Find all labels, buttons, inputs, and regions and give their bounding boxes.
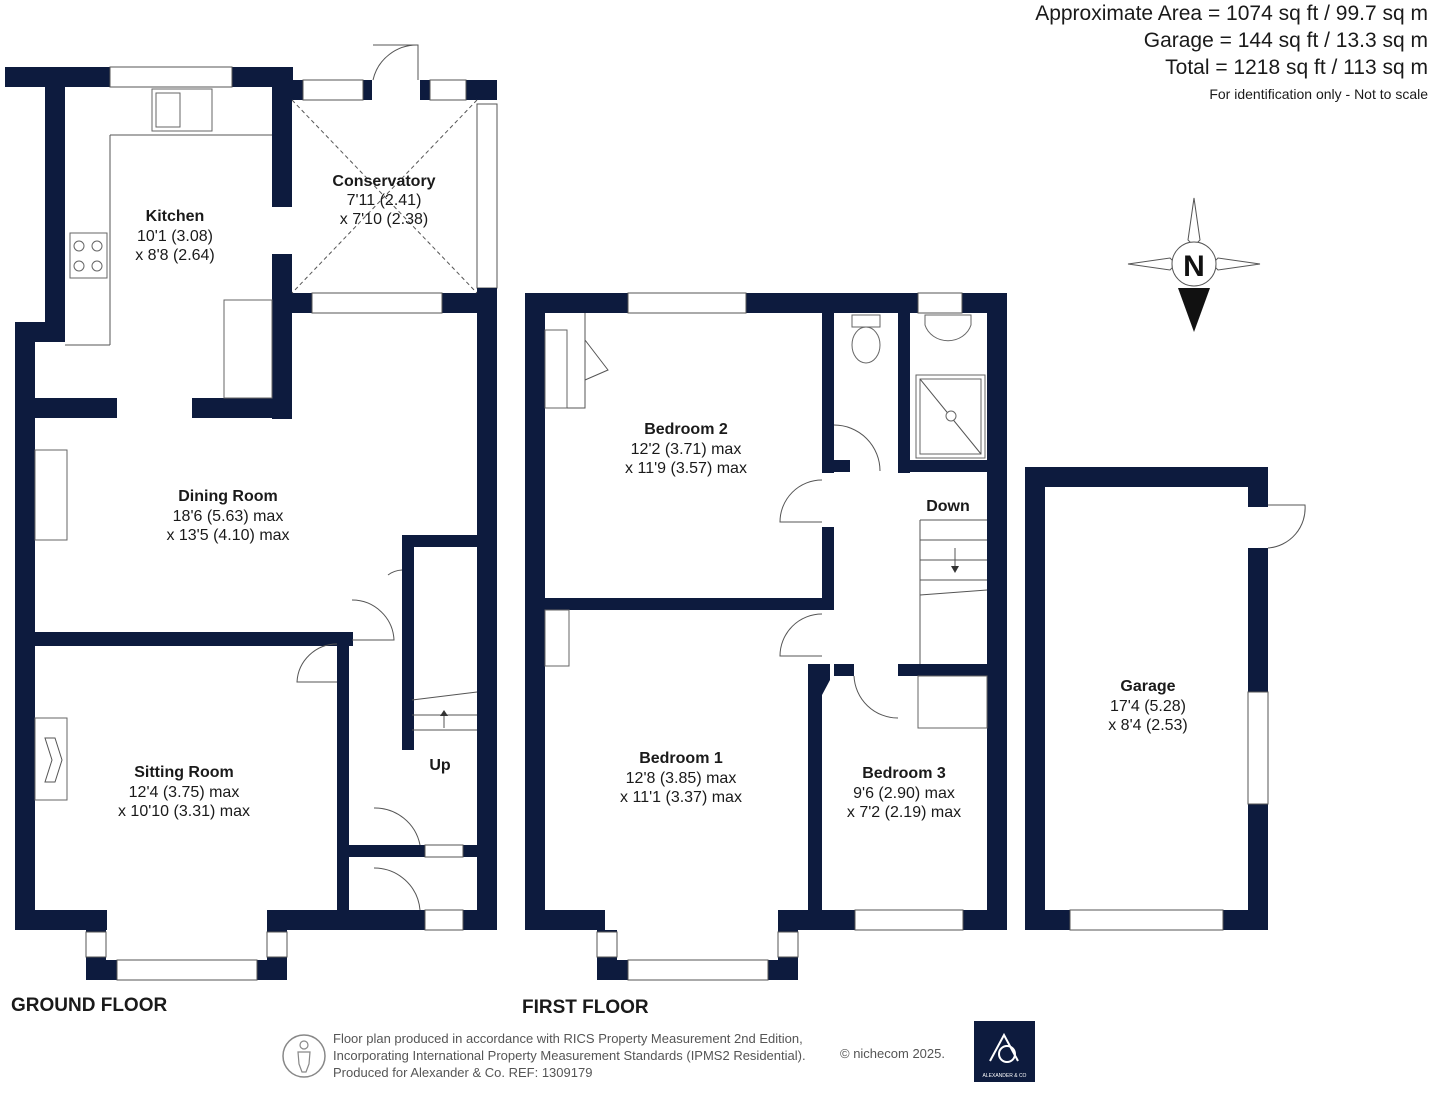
bedroom2-name: Bedroom 2: [644, 421, 728, 438]
total-area: Total = 1218 sq ft / 113 sq m: [1165, 56, 1428, 79]
kitchen-dim2: x 8'8 (2.64): [135, 247, 215, 264]
bedroom1-dim1: 12'8 (3.85) max: [626, 770, 737, 787]
footer-line-3: Produced for Alexander & Co. REF: 130917…: [333, 1065, 593, 1080]
garage-dim1: 17'4 (5.28): [1110, 698, 1186, 715]
sitting-room-dim2: x 10'10 (3.31) max: [118, 803, 250, 820]
conservatory-dim2: x 7'10 (2.38): [340, 211, 428, 228]
person-outline-icon: [282, 1034, 326, 1078]
first-floor-label: FIRST FLOOR: [522, 997, 649, 1018]
sitting-room-name: Sitting Room: [134, 764, 234, 781]
garage-dim2: x 8'4 (2.53): [1108, 717, 1188, 734]
room-labels: Kitchen 10'1 (3.08) x 8'8 (2.64) Conserv…: [118, 173, 1188, 821]
copyright: © nichecom 2025.: [840, 1046, 945, 1061]
dining-room-dim2: x 13'5 (4.10) max: [166, 527, 289, 544]
kitchen-dim1: 10'1 (3.08): [137, 228, 213, 245]
scale-note: For identification only - Not to scale: [1209, 86, 1428, 102]
ground-floor-label: GROUND FLOOR: [11, 995, 167, 1016]
conservatory-name: Conservatory: [332, 173, 435, 190]
stair-arrow-down-icon: [951, 566, 959, 573]
dining-room-name: Dining Room: [178, 488, 278, 505]
first-floor-fixtures: [544, 313, 988, 729]
logo-text: ALEXANDER & CO: [982, 1073, 1027, 1079]
footer-line-1: Floor plan produced in accordance with R…: [333, 1031, 803, 1046]
footer-line-2: Incorporating International Property Mea…: [333, 1048, 806, 1063]
area-summary: Approximate Area = 1074 sq ft / 99.7 sq …: [1035, 0, 1428, 81]
ground-floor-walls: [5, 66, 498, 981]
compass-north-label: N: [1183, 250, 1205, 283]
stair-arrow-up-icon: [440, 710, 448, 716]
dining-room-dim1: 18'6 (5.63) max: [173, 508, 284, 525]
stairs-up-label: Up: [429, 757, 451, 774]
bedroom3-name: Bedroom 3: [862, 765, 946, 782]
hob-icon: [69, 232, 108, 279]
bedroom1-dim2: x 11'1 (3.37) max: [620, 789, 742, 806]
fireplace-icon: [34, 449, 68, 541]
conservatory-dim1: 7'11 (2.41): [347, 192, 422, 209]
logo-mark-icon: [989, 1032, 1019, 1063]
bedroom3-dim1: 9'6 (2.90) max: [853, 785, 955, 802]
basin-icon: [924, 314, 972, 342]
stairs-down-label: Down: [926, 498, 970, 515]
bedroom2-dim2: x 11'9 (3.57) max: [625, 460, 747, 477]
first-floor-walls: [525, 292, 1007, 981]
toilet-icon: [851, 326, 881, 364]
bedroom1-name: Bedroom 1: [639, 750, 723, 767]
bedroom3-dim2: x 7'2 (2.19) max: [847, 804, 961, 821]
approximate-area: Approximate Area = 1074 sq ft / 99.7 sq …: [1035, 2, 1428, 25]
bedroom2-dim1: 12'2 (3.71) max: [631, 441, 742, 458]
ground-floor-fixtures: [34, 44, 478, 911]
garage-name: Garage: [1120, 678, 1175, 695]
garage-area: Garage = 144 sq ft / 13.3 sq m: [1143, 29, 1428, 52]
garage-walls: [1025, 467, 1306, 931]
wardrobe-icon: [544, 329, 568, 409]
company-logo: ALEXANDER & CO: [974, 1021, 1035, 1082]
sitting-room-dim1: 12'4 (3.75) max: [129, 784, 240, 801]
compass-icon: N: [1127, 197, 1261, 332]
footer-text: Floor plan produced in accordance with R…: [333, 1030, 806, 1081]
kitchen-name: Kitchen: [146, 208, 205, 225]
